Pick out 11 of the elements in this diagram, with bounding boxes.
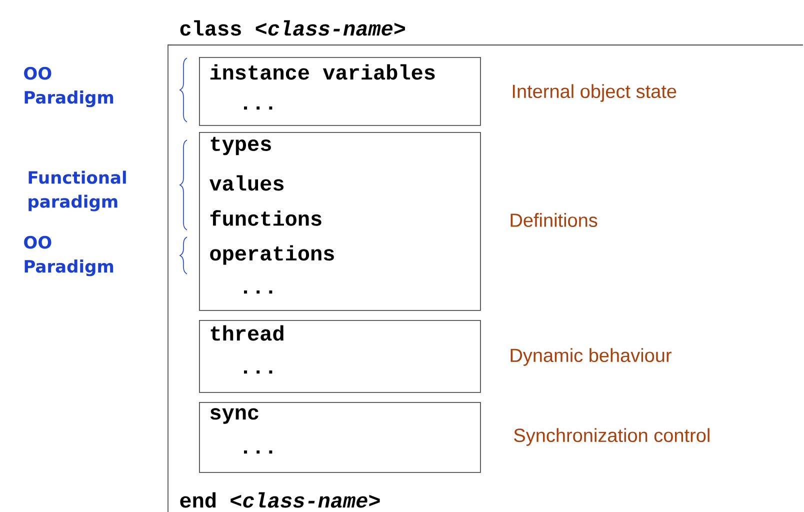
section-caption: Definitions [510,213,598,227]
paradigm-label: Functional paradigm [28,170,126,212]
section-box: sync ... [199,402,481,473]
paradigm-label: OO Paradigm [24,236,114,276]
paradigm-label: OO Paradigm [24,66,114,108]
section-box: types values functions operations ... [199,132,481,311]
section-caption: Internal object state [512,84,676,102]
section-box: instance variables ... [199,57,481,126]
section-box: thread ... [199,320,481,393]
section-caption: Dynamic behaviour [510,348,672,366]
section-caption: Synchronization control [514,428,710,446]
